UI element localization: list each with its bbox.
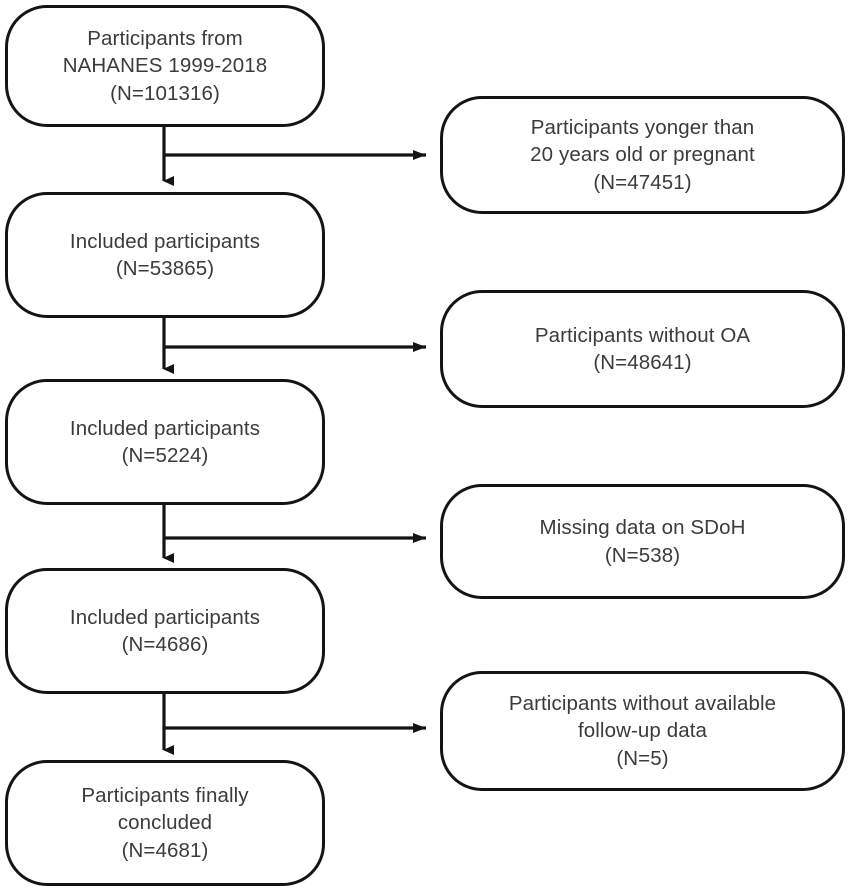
- node-included-1: Included participants (N=53865): [5, 192, 325, 318]
- node-excluded-missing-sdoh-text: Missing data on SDoH (N=538): [539, 516, 746, 567]
- node-source-population-text: Participants from NAHANES 1999-2018 (N=1…: [62, 26, 268, 105]
- node-included-3: Included participants (N=4686): [5, 568, 325, 694]
- connector-stage-1: [162, 127, 426, 186]
- node-included-1-text: Included participants (N=53865): [69, 229, 261, 280]
- node-excluded-no-oa: Participants without OA (N=48641): [440, 290, 845, 408]
- node-excluded-no-followup: Participants without available follow-up…: [440, 671, 845, 791]
- connector-stage-4: [162, 694, 426, 755]
- node-included-2-text: Included participants (N=5224): [69, 416, 261, 467]
- node-excluded-age-pregnancy-text: Participants yonger than 20 years old or…: [530, 115, 755, 194]
- connector-stage-2: [162, 318, 426, 374]
- node-source-population: Participants from NAHANES 1999-2018 (N=1…: [5, 5, 325, 127]
- node-final-cohort-text: Participants finally concluded (N=4681): [81, 783, 249, 862]
- node-excluded-missing-sdoh: Missing data on SDoH (N=538): [440, 484, 845, 599]
- node-included-3-text: Included participants (N=4686): [69, 605, 261, 656]
- node-included-2: Included participants (N=5224): [5, 379, 325, 505]
- node-excluded-no-oa-text: Participants without OA (N=48641): [534, 323, 751, 374]
- connector-stage-3: [162, 505, 426, 563]
- node-excluded-no-followup-text: Participants without available follow-up…: [508, 691, 777, 770]
- node-final-cohort: Participants finally concluded (N=4681): [5, 760, 325, 886]
- node-excluded-age-pregnancy: Participants yonger than 20 years old or…: [440, 96, 845, 214]
